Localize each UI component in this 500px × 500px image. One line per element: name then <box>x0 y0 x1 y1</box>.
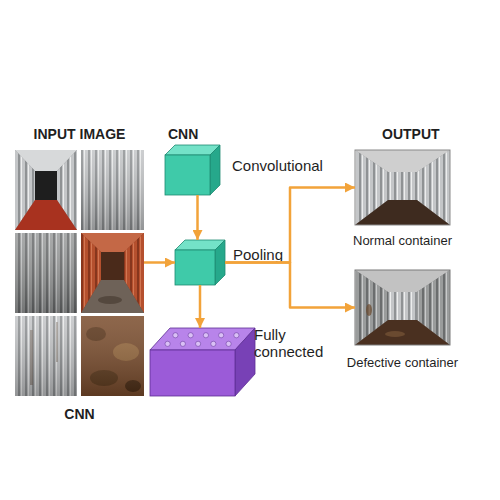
section-heading: CNN <box>168 126 198 142</box>
input-photo <box>15 233 77 313</box>
output-photo <box>355 150 450 225</box>
floor-stain <box>385 331 405 337</box>
photo-bg <box>355 150 450 225</box>
container-floor <box>355 200 450 225</box>
container-floor <box>15 200 77 230</box>
neuron-dot <box>211 341 216 346</box>
node-label: Normal container <box>353 233 452 248</box>
neuron-dot <box>226 341 231 346</box>
photo-shade <box>15 233 77 313</box>
section-heading: OUTPUT <box>382 126 440 142</box>
neuron-dot <box>196 341 201 346</box>
photo-bg <box>15 150 77 230</box>
flow-arrow <box>225 263 355 308</box>
container-back <box>388 172 417 200</box>
node-label: Fully connected <box>254 326 334 360</box>
output-photo <box>355 270 450 345</box>
layer-slab <box>150 328 255 396</box>
photo-bg <box>355 270 450 345</box>
image-grid: INPUT IMAGECNN <box>15 150 144 396</box>
photo-shade <box>81 150 144 230</box>
wall-panel <box>81 150 144 230</box>
container-back <box>35 171 57 200</box>
container-floor <box>81 280 144 313</box>
cube-side <box>210 145 220 195</box>
neuron-dot <box>219 333 224 338</box>
cube-front <box>165 155 210 195</box>
neuron-dot <box>234 333 239 338</box>
layer-cube <box>175 240 225 285</box>
container-floor <box>355 320 450 345</box>
output-image: Defective container <box>355 270 450 345</box>
floor-stain <box>98 296 122 304</box>
slab-front <box>150 350 235 396</box>
flow-arrow <box>196 195 199 240</box>
neuron-dot <box>180 341 185 346</box>
conv-layer: Convolutional <box>165 145 220 195</box>
rust-spot <box>366 304 372 316</box>
flow-arrow <box>225 188 355 263</box>
photo-frame <box>355 270 450 345</box>
input-photo <box>81 233 144 313</box>
flow-arrow <box>144 261 175 264</box>
input-photo <box>81 150 144 230</box>
photo-shade <box>15 316 77 396</box>
dense-layer: Fully connected <box>150 328 255 396</box>
neuron-dot <box>165 341 170 346</box>
photo-bg <box>81 233 144 313</box>
node-label: CNN <box>15 406 144 422</box>
output-image: Normal container <box>355 150 450 225</box>
node-label: Defective container <box>347 355 458 370</box>
wall-panel <box>15 316 77 396</box>
input-photo <box>15 316 77 396</box>
container-back <box>388 292 417 320</box>
cube-front <box>175 250 215 285</box>
node-label: Pooling <box>233 246 283 263</box>
pooling-layer: Pooling <box>175 240 225 285</box>
node-label: INPUT IMAGE <box>15 126 144 142</box>
layer-cube <box>165 145 220 195</box>
neuron-dot <box>188 333 193 338</box>
input-photo <box>81 316 144 396</box>
photo-frame <box>355 150 450 225</box>
cube-side <box>215 240 225 285</box>
slab-side <box>235 328 255 396</box>
neuron-dot <box>173 333 178 338</box>
neuron-dot <box>203 333 208 338</box>
node-label: Convolutional <box>232 157 323 174</box>
container-back <box>101 252 124 280</box>
photo-shade <box>81 316 144 396</box>
wall-panel <box>15 233 77 313</box>
flow-arrow <box>199 285 202 328</box>
input-photo <box>15 150 77 230</box>
rust-panel <box>81 316 144 396</box>
